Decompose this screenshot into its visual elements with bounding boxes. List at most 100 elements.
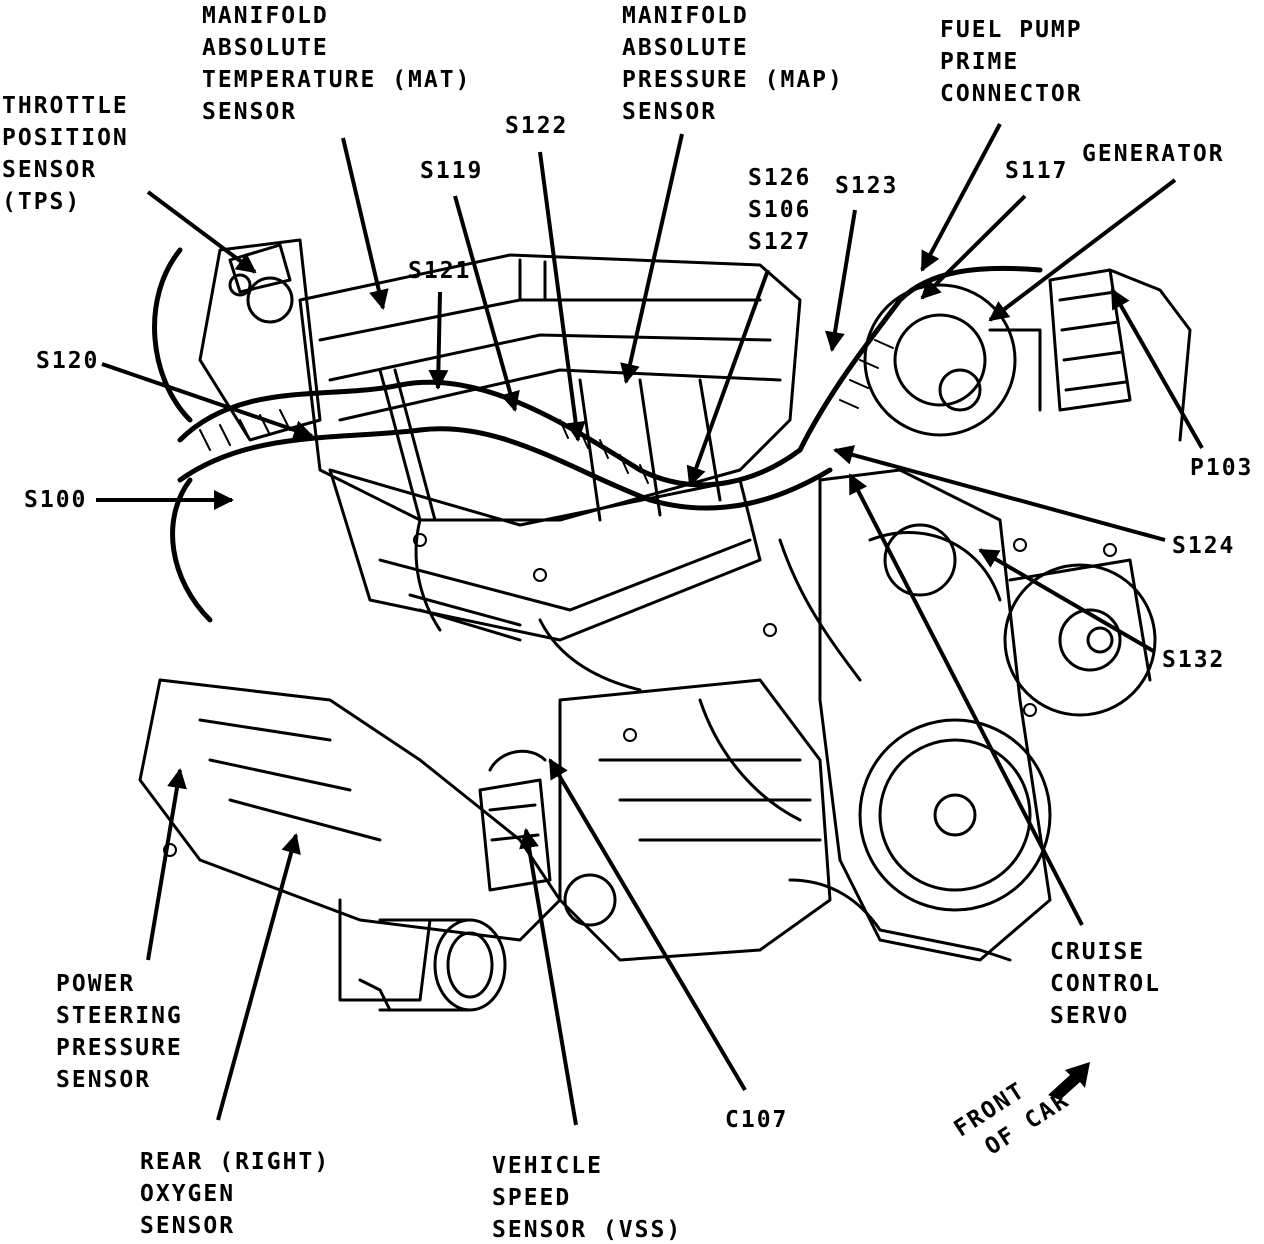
front-of-car-arrow [1048, 1062, 1090, 1100]
label-o2-line1: REAR (RIGHT) [140, 1149, 331, 1175]
throttle-body [198, 238, 322, 442]
label-cruise-line2: CONTROL [1050, 971, 1161, 997]
label-s126-s106-s127: S126 S106 S127 [748, 162, 811, 258]
leader-s126 [686, 269, 770, 487]
label-cruise-line1: CRUISE [1050, 939, 1146, 965]
label-map-line1: MANIFOLD [622, 3, 749, 29]
label-s123: S123 [835, 170, 898, 202]
label-cruise-line3: SERVO [1050, 1003, 1130, 1029]
leader-s120 [101, 362, 314, 440]
label-ps-line3: PRESSURE [56, 1035, 183, 1061]
label-c107: C107 [725, 1104, 788, 1136]
label-power-steering-pressure-sensor: POWER STEERING PRESSURE SENSOR [56, 968, 183, 1096]
label-s121-text: S121 [408, 258, 472, 284]
bolts [163, 533, 1117, 857]
label-s123-text: S123 [835, 173, 899, 199]
label-generator-text: GENERATOR [1082, 141, 1225, 167]
intake-plenum [298, 253, 802, 522]
leader-s121 [428, 291, 449, 390]
leader-s122 [538, 151, 586, 442]
label-s132-text: S132 [1162, 647, 1226, 673]
label-o2-line3: SENSOR [140, 1213, 236, 1239]
label-s121: S121 [408, 255, 471, 287]
label-s122-text: S122 [505, 113, 569, 139]
label-s117: S117 [1005, 155, 1068, 187]
transaxle [558, 678, 832, 962]
exhaust-pipe [378, 918, 507, 1012]
label-rear-oxygen-sensor: REAR (RIGHT) OXYGEN SENSOR [140, 1146, 330, 1242]
label-vss-line1: VEHICLE [492, 1153, 603, 1179]
label-mat: MANIFOLD ABSOLUTE TEMPERATURE (MAT) SENS… [202, 0, 471, 128]
engine-block-front [818, 468, 1052, 962]
label-tps-line1: THROTTLE [2, 93, 129, 119]
connector-block [1048, 268, 1192, 442]
leader-lines [96, 123, 1204, 1126]
wiring-harness [152, 247, 1043, 623]
label-p103: P103 [1190, 452, 1253, 484]
label-cruise-control-servo: CRUISE CONTROL SERVO [1050, 936, 1161, 1032]
label-s119-text: S119 [420, 158, 484, 184]
label-mat-line1: MANIFOLD [202, 3, 329, 29]
label-fuel-pump-line1: FUEL PUMP [940, 17, 1083, 43]
label-s120: S120 [36, 345, 99, 377]
leader-tps [146, 190, 257, 274]
label-ps-line2: STEERING [56, 1003, 183, 1029]
leader-s124 [833, 445, 1166, 542]
label-s132: S132 [1162, 644, 1225, 676]
egr-tube [378, 368, 437, 522]
label-s117-text: S117 [1005, 158, 1069, 184]
label-s100-text: S100 [24, 487, 88, 513]
label-o2-line2: OXYGEN [140, 1181, 236, 1207]
label-s120-text: S120 [36, 348, 100, 374]
label-p103-text: P103 [1190, 455, 1254, 481]
label-fuel-pump-prime-connector: FUEL PUMP PRIME CONNECTOR [940, 14, 1083, 110]
leader-p103 [1110, 288, 1204, 449]
leader-generator [988, 178, 1177, 322]
exhaust-manifold [138, 678, 562, 1012]
label-mat-line3: TEMPERATURE (MAT) [202, 67, 472, 93]
power-steering-pump [1003, 558, 1157, 717]
label-tps-line4: (TPS) [2, 189, 82, 215]
label-vss-line3: SENSOR (VSS) [492, 1217, 683, 1243]
leader-s132 [978, 548, 1157, 654]
label-s119: S119 [420, 155, 483, 187]
leader-vss [519, 828, 578, 1126]
label-map-line2: ABSOLUTE [622, 35, 749, 61]
leader-fuel-pump [920, 123, 1002, 272]
vss-unit [478, 749, 552, 892]
label-s122: S122 [505, 110, 568, 142]
leader-c107 [548, 758, 747, 1092]
label-generator: GENERATOR [1082, 138, 1225, 170]
label-s127-text: S127 [748, 229, 812, 255]
label-s100: S100 [24, 484, 87, 516]
leader-s123 [825, 209, 857, 352]
label-s124-text: S124 [1172, 533, 1236, 559]
leader-power-steering [146, 768, 187, 961]
label-fuel-pump-line2: PRIME [940, 49, 1020, 75]
label-map-line4: SENSOR [622, 99, 718, 125]
cylinder-head [328, 468, 762, 642]
harness-wraps [199, 339, 894, 484]
label-vehicle-speed-sensor: VEHICLE SPEED SENSOR (VSS) [492, 1150, 682, 1244]
label-mat-line2: ABSOLUTE [202, 35, 329, 61]
label-tps-line3: SENSOR [2, 157, 98, 183]
label-ps-line4: SENSOR [56, 1067, 152, 1093]
label-tps: THROTTLE POSITION SENSOR (TPS) [2, 90, 129, 218]
leader-map [620, 133, 684, 384]
leader-s119 [453, 195, 520, 412]
label-s106-text: S106 [748, 197, 812, 223]
label-vss-line2: SPEED [492, 1185, 572, 1211]
label-ps-line1: POWER [56, 971, 136, 997]
coolant-hoses [414, 518, 1012, 962]
label-s126-text: S126 [748, 165, 812, 191]
leader-cruise [848, 473, 1084, 926]
leader-mat [341, 137, 389, 310]
label-s124: S124 [1172, 530, 1235, 562]
label-map: MANIFOLD ABSOLUTE PRESSURE (MAP) SENSOR [622, 0, 844, 128]
leader-oxygen [216, 833, 301, 1121]
label-fuel-pump-line3: CONNECTOR [940, 81, 1083, 107]
label-tps-line2: POSITION [2, 125, 129, 151]
label-mat-line4: SENSOR [202, 99, 298, 125]
